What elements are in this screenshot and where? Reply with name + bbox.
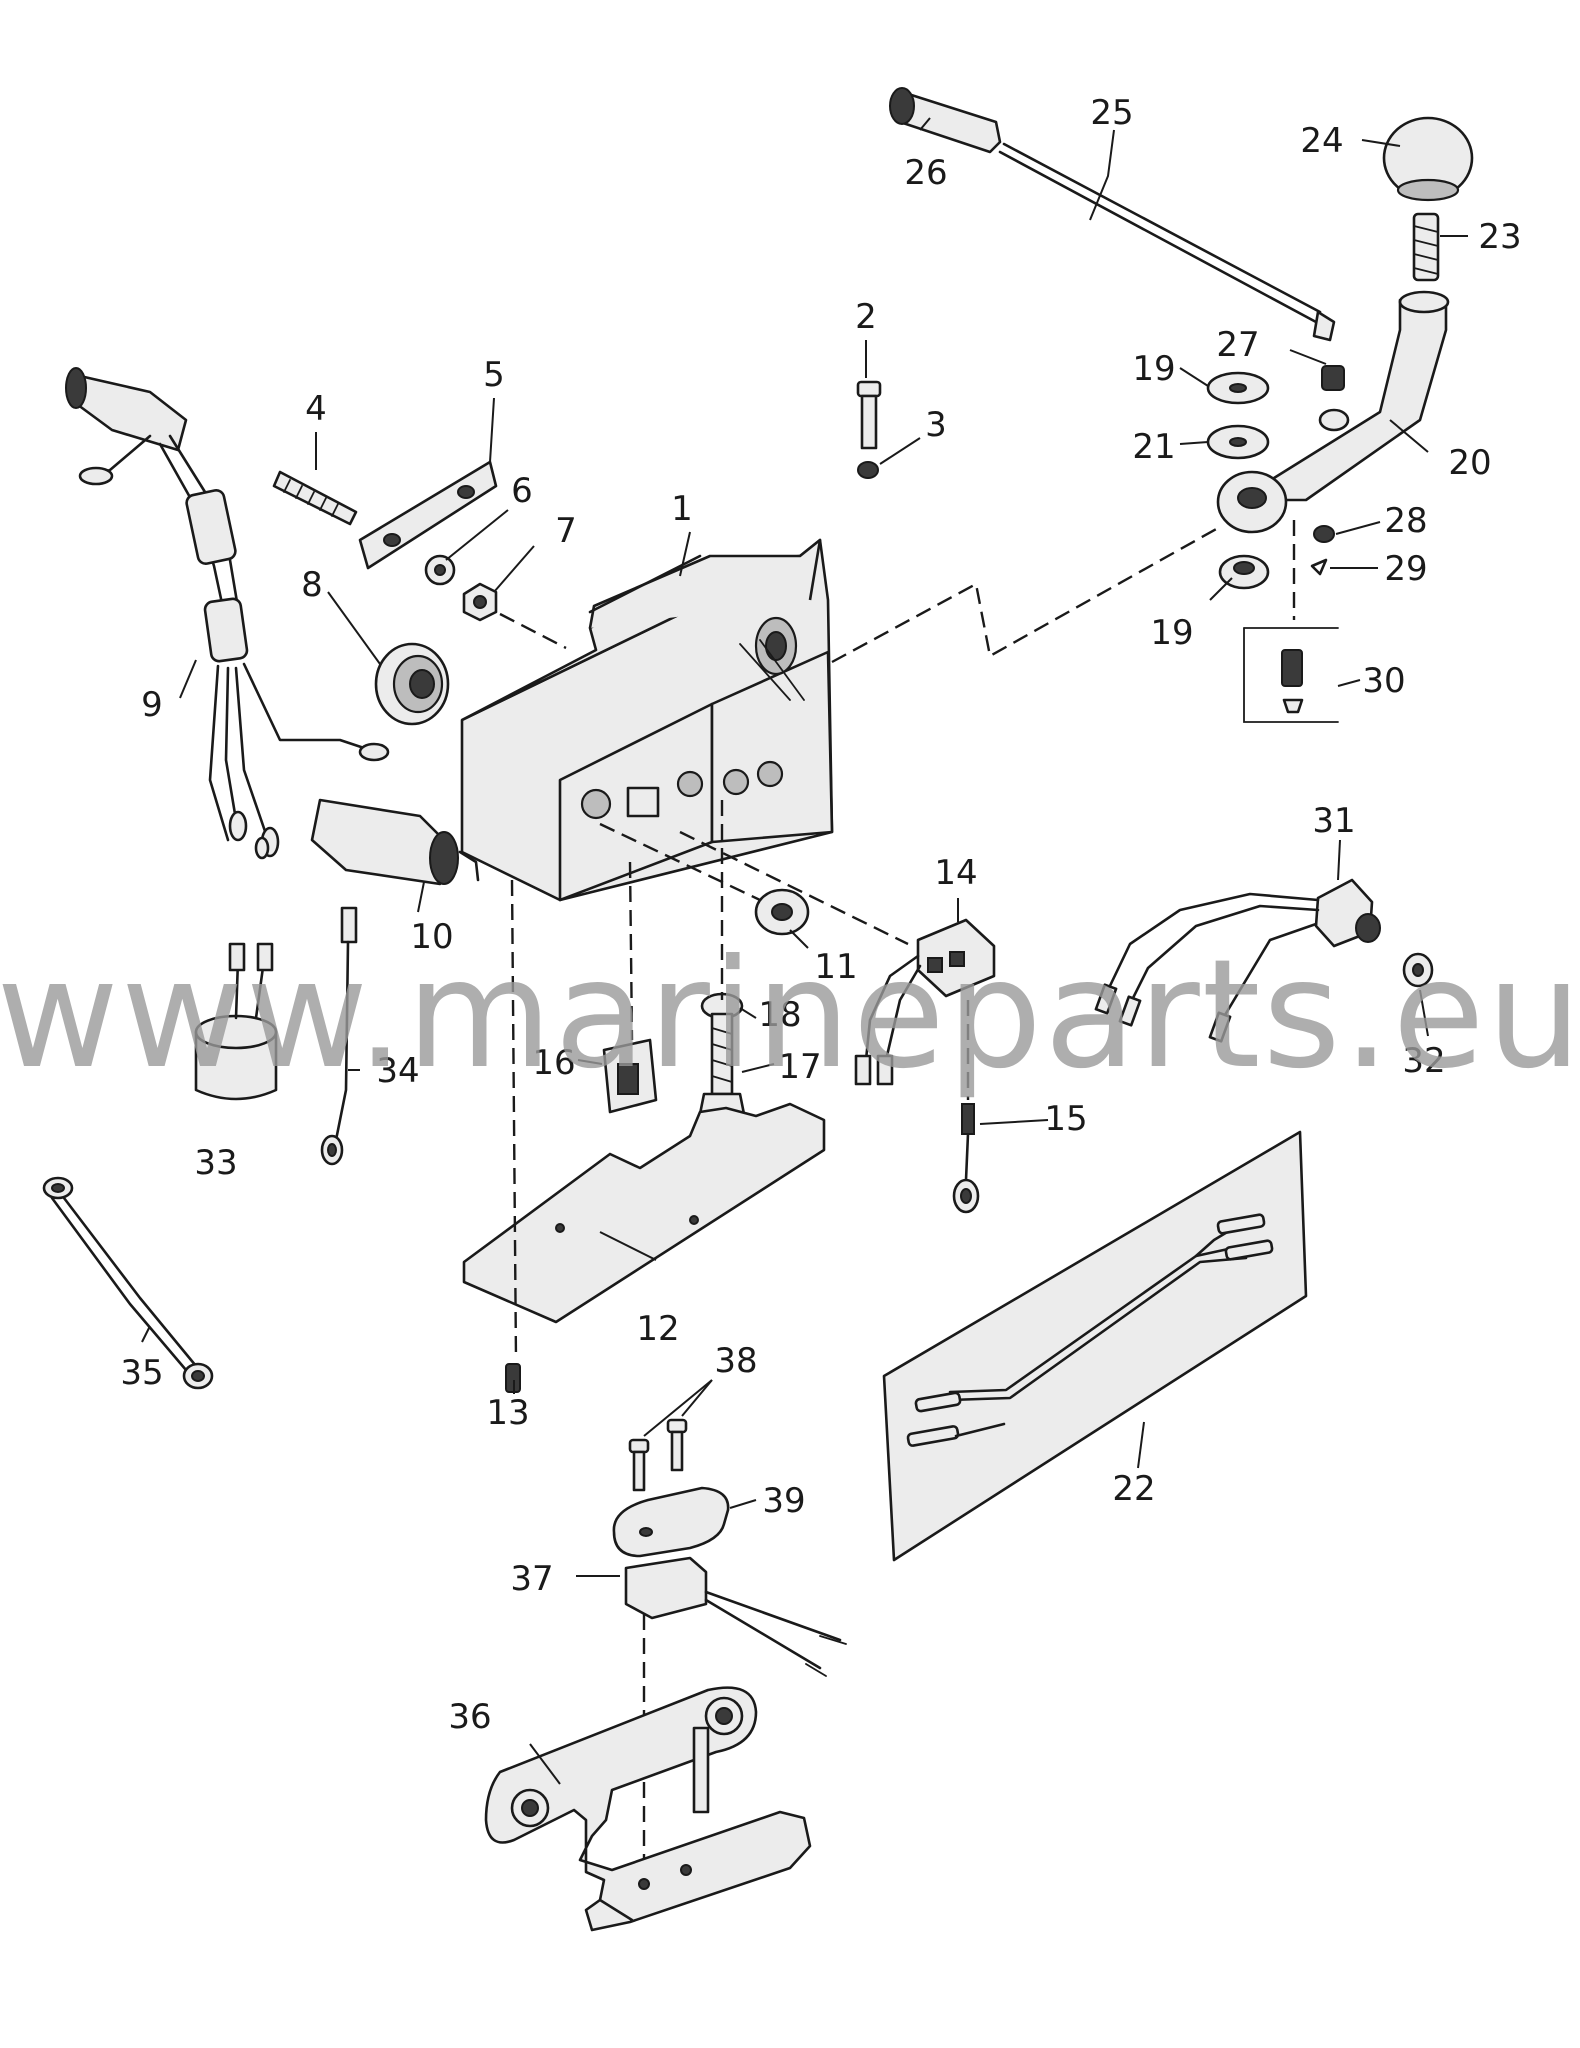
part-19-bushing-lower — [1218, 554, 1270, 590]
part-1-control-box — [460, 538, 834, 902]
callout-19-lower: 19 — [1150, 613, 1193, 653]
callout-25: 25 — [1090, 93, 1133, 133]
part-26-grip — [889, 87, 1002, 154]
part-19-washer-upper — [1206, 371, 1270, 405]
callout-12: 12 — [636, 1309, 679, 1349]
callout-7: 7 — [555, 511, 577, 551]
part-27-nut — [1321, 365, 1345, 391]
part-9-wiring-harness — [65, 367, 390, 860]
callout-10: 10 — [410, 917, 453, 957]
part-32-nut — [1402, 952, 1434, 988]
watermark: www.marineparts.eu — [0, 928, 1580, 1102]
callout-17: 17 — [778, 1047, 821, 1087]
callout-19-upper: 19 — [1132, 349, 1175, 389]
part-37-neutral-switch — [624, 1556, 847, 1677]
callout-33: 33 — [194, 1143, 237, 1183]
part-20-shift-lever — [1216, 290, 1450, 534]
callout-4: 4 — [305, 389, 327, 429]
part-8-grommet — [374, 642, 450, 726]
part-2-bolt — [856, 380, 882, 450]
callout-30: 30 — [1362, 661, 1405, 701]
part-31-kill-switch — [1094, 878, 1381, 1043]
part-16-clip — [602, 1038, 658, 1114]
callout-39: 39 — [762, 1481, 805, 1521]
callout-21: 21 — [1132, 427, 1175, 467]
part-39-cover — [612, 1486, 730, 1558]
callout-37: 37 — [510, 1559, 553, 1599]
part-6-washer — [424, 554, 456, 586]
callout-16: 16 — [532, 1043, 575, 1083]
callout-28: 28 — [1384, 501, 1427, 541]
part-36-bracket — [484, 1686, 812, 1932]
part-23-spring — [1412, 212, 1440, 282]
callout-20: 20 — [1448, 443, 1491, 483]
callout-36: 36 — [448, 1697, 491, 1737]
callout-26: 26 — [904, 153, 947, 193]
callout-29: 29 — [1384, 549, 1427, 589]
callout-5: 5 — [483, 355, 505, 395]
part-38-screws — [628, 1418, 688, 1492]
part-10-connector — [310, 798, 459, 886]
callout-11: 11 — [814, 947, 857, 987]
callout-6: 6 — [511, 471, 533, 511]
callout-13: 13 — [486, 1393, 529, 1433]
part-5-plate — [358, 460, 498, 570]
part-4-stud — [272, 470, 358, 526]
part-7-nut — [462, 582, 498, 622]
callout-15: 15 — [1044, 1099, 1087, 1139]
callout-2: 2 — [855, 297, 877, 337]
part-22-harness-kit — [882, 1130, 1308, 1562]
callout-9: 9 — [141, 685, 163, 725]
callout-14: 14 — [934, 853, 977, 893]
callout-3: 3 — [925, 405, 947, 445]
part-3-nut — [857, 461, 879, 479]
part-30-detent-kit — [1243, 520, 1339, 723]
callout-1: 1 — [671, 489, 693, 529]
part-14-switch — [854, 918, 996, 1086]
callout-18: 18 — [758, 995, 801, 1035]
callout-23: 23 — [1478, 217, 1521, 257]
callout-38: 38 — [714, 1341, 757, 1381]
callout-27: 27 — [1216, 325, 1259, 365]
part-29-clip — [1310, 558, 1328, 576]
leader-lines — [141, 117, 1468, 1785]
part-15-wire — [952, 1103, 980, 1214]
callout-32: 32 — [1402, 1041, 1445, 1081]
callout-8: 8 — [301, 565, 323, 605]
callout-34: 34 — [376, 1051, 419, 1091]
part-25-cable — [998, 142, 1336, 342]
part-11-cap — [754, 888, 810, 936]
part-28-nut — [1313, 525, 1335, 543]
callout-labels: 1 2 3 4 5 6 7 8 9 10 11 12 13 14 15 16 1… — [120, 93, 1521, 1737]
part-34-wire — [320, 906, 358, 1166]
callout-35: 35 — [120, 1353, 163, 1393]
part-24-knob — [1382, 116, 1474, 202]
callout-22: 22 — [1112, 1469, 1155, 1509]
callout-31: 31 — [1312, 801, 1355, 841]
callout-24: 24 — [1300, 121, 1343, 161]
part-35-ground-strap — [42, 1176, 214, 1390]
part-33-horn — [194, 942, 278, 1101]
part-12-cover-plate — [462, 1102, 826, 1324]
part-21-washer — [1206, 424, 1270, 460]
